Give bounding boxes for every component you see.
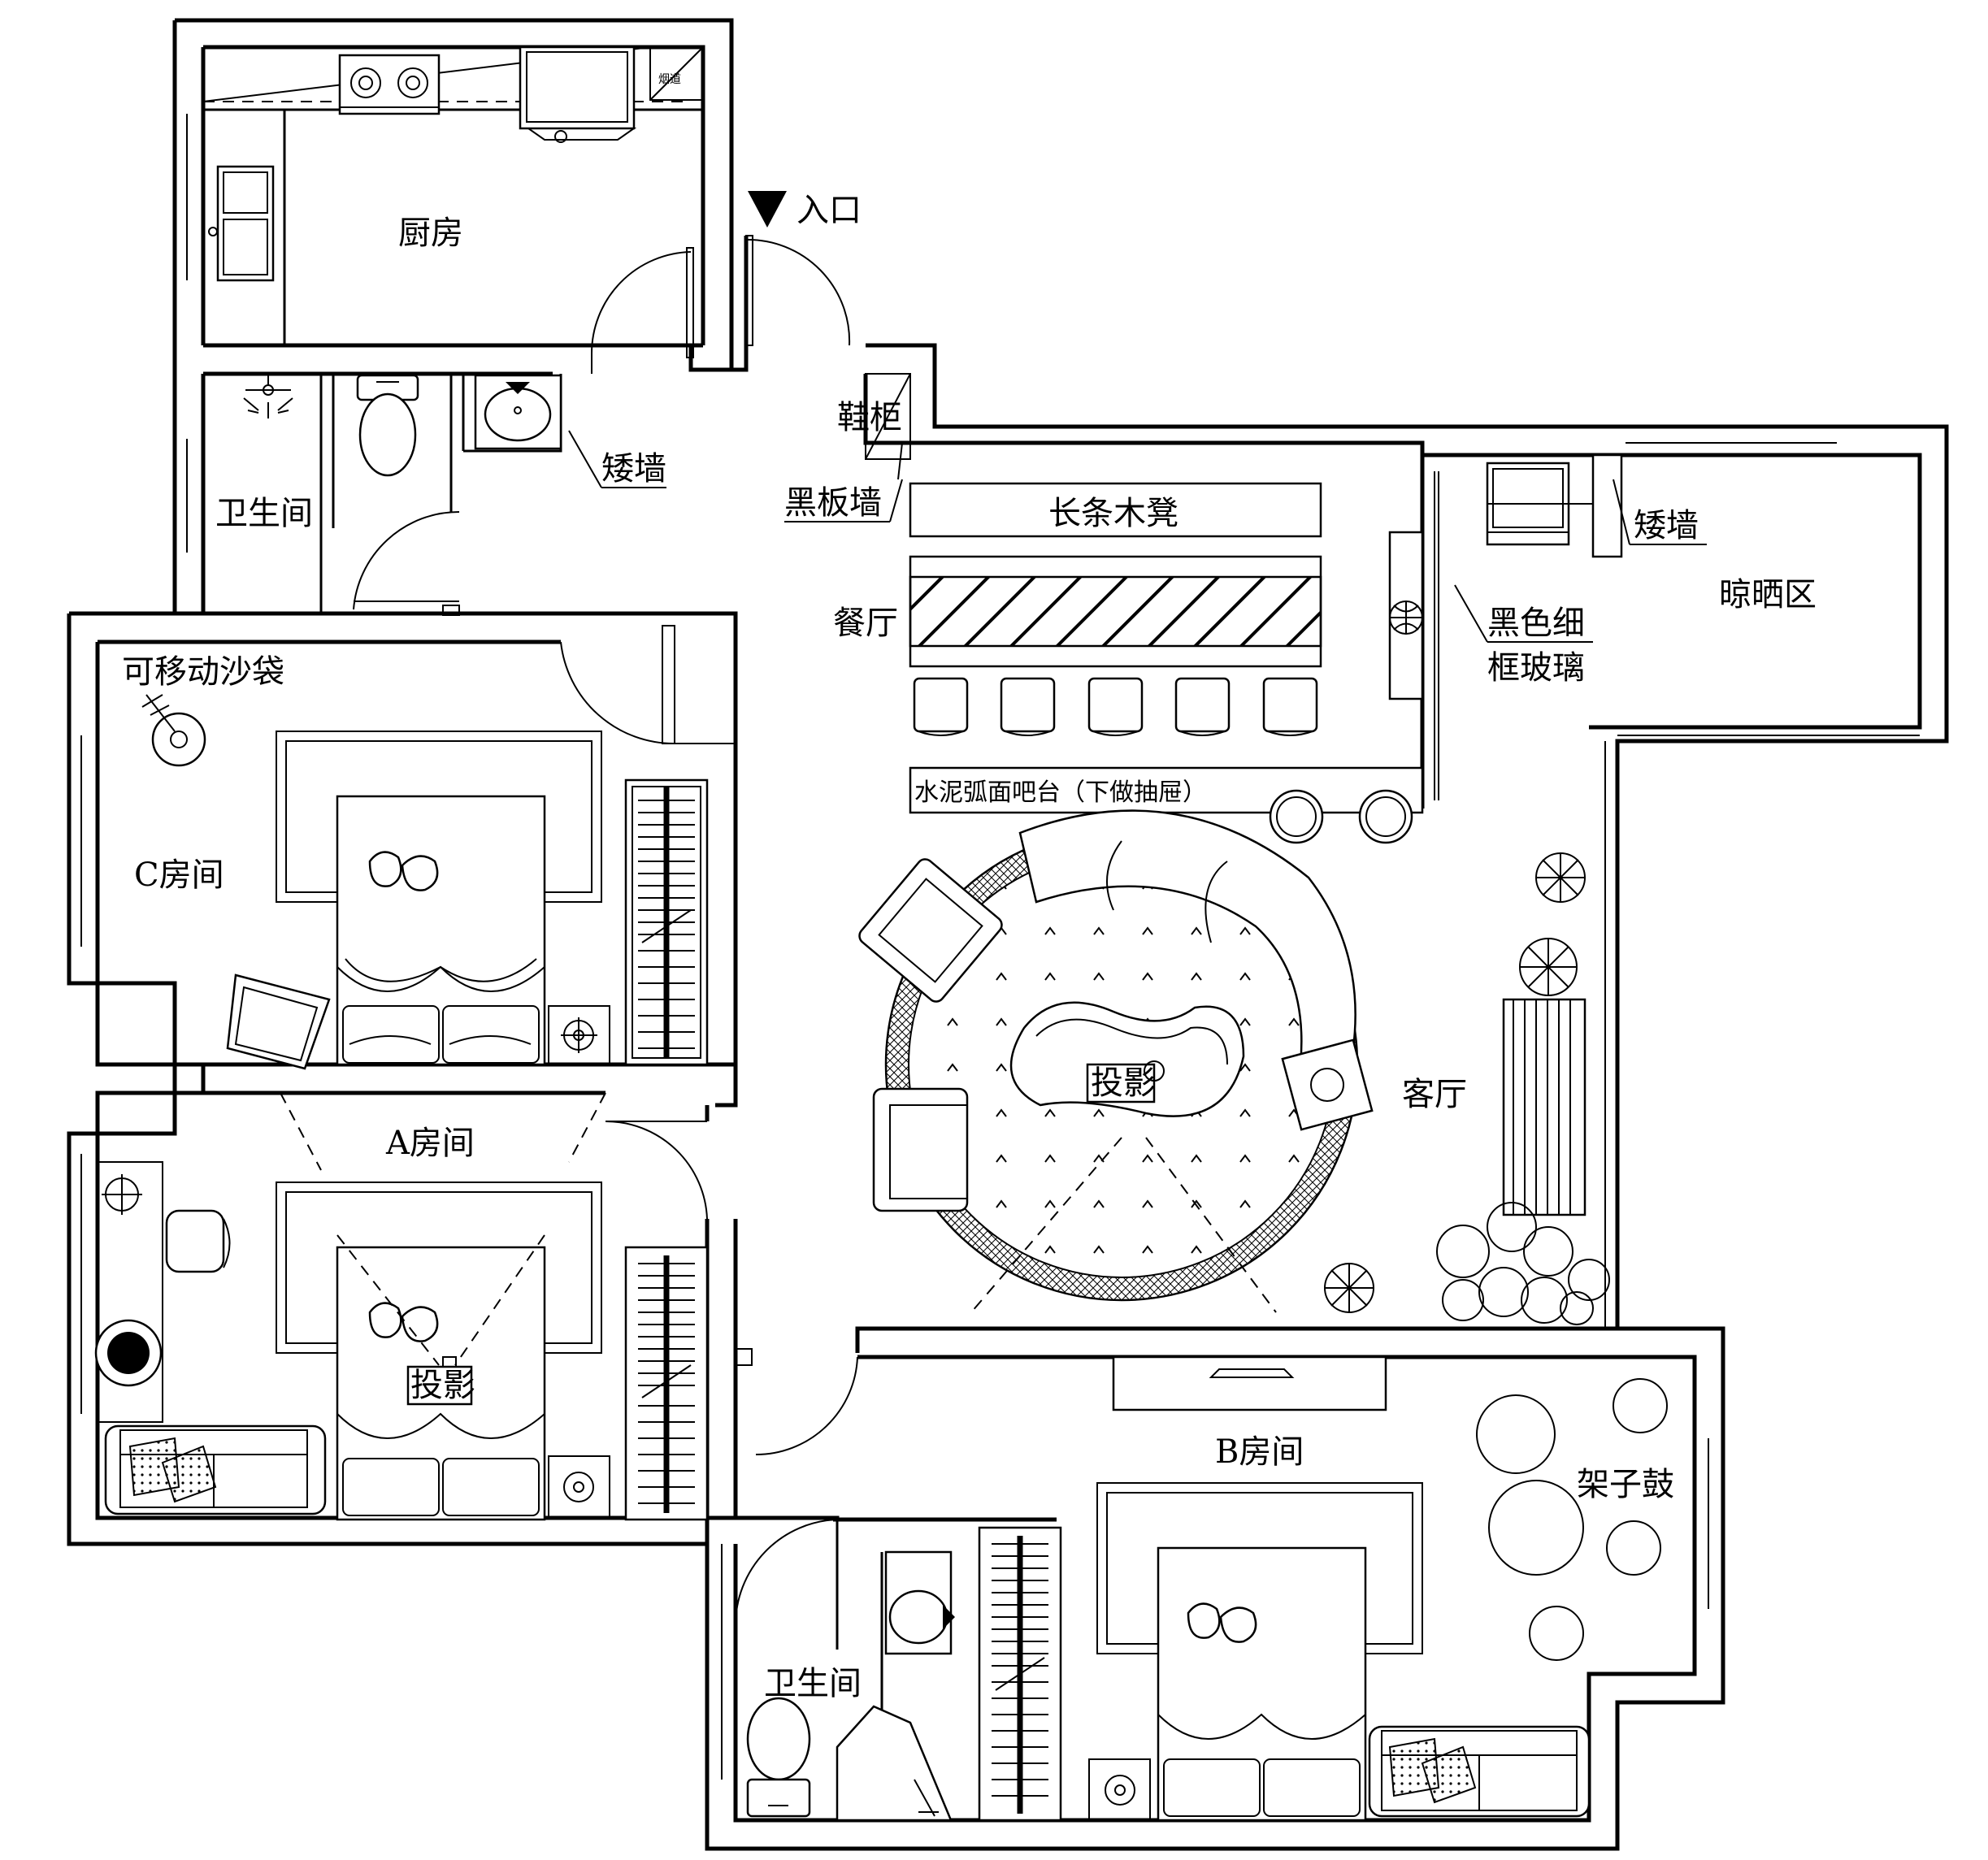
long-bench-label: 长条木凳 (1048, 495, 1178, 532)
bathroom-2-label: 卫生间 (764, 1665, 862, 1702)
projector-1-label: 投影 (1091, 1064, 1156, 1102)
black-glass-label-1: 黑色细 (1487, 605, 1585, 642)
shoe-cabinet-label: 鞋柜 (837, 399, 902, 436)
bathroom-1-label: 卫生间 (215, 495, 313, 532)
kitchen: 烟道 厨房 (202, 46, 704, 345)
bathroom-2: 卫生间 (735, 1518, 955, 1822)
kitchen-label: 厨房 (398, 215, 463, 252)
bar-counter-label: 水泥弧面吧台（下做抽屉） (914, 778, 1207, 807)
dining-chairs (913, 677, 1318, 736)
long-bench (909, 482, 1322, 538)
living-room: 投影 客厅 (858, 809, 1610, 1325)
low-wall-2-label: 矮墙 (1634, 507, 1699, 544)
dining-label: 餐厅 (833, 605, 898, 642)
drying-area: 矮墙 晾晒区 (1486, 453, 1817, 613)
room-b: B房间 架子鼓 (735, 1348, 1674, 1822)
entrance-label: 入口 (797, 192, 862, 229)
blackboard-wall-label: 黑板墙 (784, 484, 882, 522)
flue-label: 烟道 (658, 73, 681, 86)
room-c: 可移动沙袋 C房间 (122, 625, 736, 1070)
room-a: A房间 投影 (94, 1092, 709, 1521)
beanbag-label: 可移动沙袋 (122, 653, 284, 691)
entrance-arrow-icon (748, 191, 787, 228)
bathroom-1: 卫生间 矮墙 (215, 374, 666, 616)
black-glass-label-2: 框玻璃 (1487, 649, 1585, 687)
living-label: 客厅 (1402, 1076, 1467, 1113)
projector-2-label: 投影 (410, 1367, 475, 1404)
room-a-label: A房间 (385, 1125, 475, 1162)
dining: 长条木凳 餐厅 水泥弧面吧台（下做抽屉） (833, 482, 1424, 844)
room-c-label: C房间 (134, 856, 224, 894)
low-wall-1-label: 矮墙 (601, 450, 666, 488)
glass-partition: 黑色细 框玻璃 (1454, 584, 1593, 687)
drum-kit-label: 架子鼓 (1577, 1466, 1674, 1503)
room-b-label: B房间 (1215, 1433, 1304, 1471)
shoe-cabinet: 鞋柜 黑板墙 (784, 373, 911, 522)
windows (80, 114, 1920, 1780)
entrance-doors: 入口 (591, 191, 862, 374)
drying-area-label: 晾晒区 (1719, 576, 1817, 613)
